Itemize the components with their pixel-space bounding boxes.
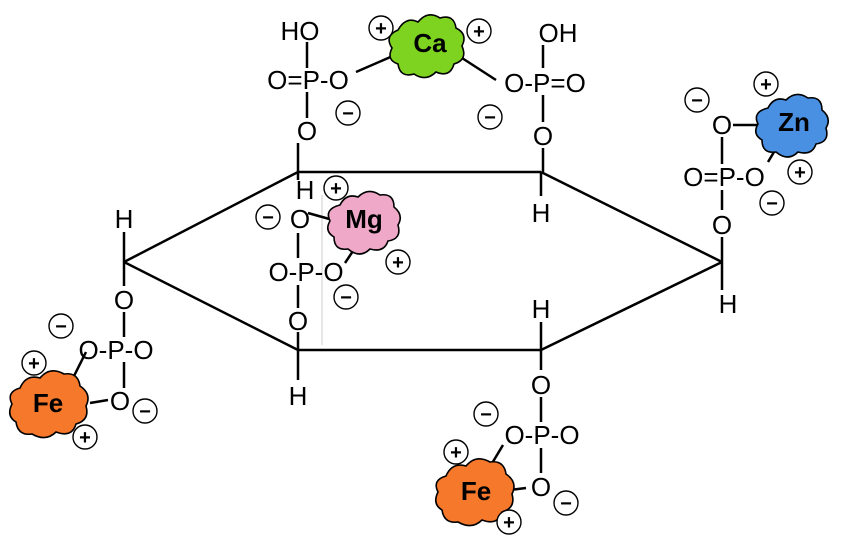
svg-text:+: + [28, 353, 40, 375]
negative-charge: − [132, 398, 158, 424]
svg-text:+: + [392, 252, 404, 274]
negative-charge: − [553, 490, 579, 516]
inositol-ring [123, 170, 723, 352]
positive-charge: + [466, 18, 492, 44]
atom-o: O [297, 116, 317, 146]
mg-label: Mg [345, 204, 383, 234]
atom-h: H [532, 198, 551, 228]
negative-charge: − [759, 190, 785, 216]
ring-bond-bottom-left [123, 260, 299, 352]
metal-ion-fe-bottom: Fe [434, 458, 515, 527]
atom-o-p-o: O=P-O [267, 65, 349, 95]
fe-left-blob [8, 370, 89, 439]
positive-charge: + [787, 159, 813, 185]
ring-bond-top-right [540, 170, 723, 264]
svg-text:−: − [691, 90, 703, 112]
atom-h: H [289, 381, 308, 411]
svg-text:+: + [473, 21, 485, 43]
negative-charge: − [333, 284, 359, 310]
atom-h: H [296, 175, 315, 205]
atom-o: O [110, 386, 130, 416]
positive-charge: + [323, 175, 349, 201]
atom-o-p-o: O=P-O [683, 162, 765, 192]
svg-text:−: − [262, 207, 274, 229]
bond-fe-left-lower [89, 398, 109, 405]
svg-text:+: + [794, 162, 806, 184]
atom-o-p-o: O-P-O [268, 257, 343, 287]
metal-ion-ca: Ca [388, 14, 465, 79]
negative-charge: − [684, 87, 710, 113]
bonds [70, 42, 782, 492]
atom-oh: OH [539, 18, 578, 48]
negative-charge: − [255, 204, 281, 230]
metal-ion-fe-left: Fe [8, 370, 89, 439]
atom-o: O [712, 110, 732, 140]
positive-charge: + [368, 15, 394, 41]
atom-h: H [719, 289, 738, 319]
positive-charge: + [385, 249, 411, 275]
negative-charge: − [473, 401, 499, 427]
atom-labels: HO O=P-O O OH O-P=O O H H H O O-P-O O O … [78, 16, 764, 502]
svg-text:+: + [330, 178, 342, 200]
svg-text:+: + [503, 512, 515, 534]
metal-ion-zn: Zn [754, 93, 830, 158]
atom-o: O [533, 121, 553, 151]
atom-o-p-o: O-P-O [504, 420, 579, 450]
positive-charge: + [21, 350, 47, 376]
svg-text:+: + [450, 442, 462, 464]
svg-text:−: − [560, 493, 572, 515]
svg-text:−: − [139, 401, 151, 423]
negative-charge: − [477, 104, 503, 130]
svg-text:+: + [760, 74, 772, 96]
svg-text:−: − [340, 287, 352, 309]
metal-ion-mg: Mg [326, 190, 402, 255]
atom-o-p-o: O-P=O [504, 68, 586, 98]
svg-text:−: − [766, 193, 778, 215]
atom-o: O [531, 472, 551, 502]
ring-bond-top-left [123, 170, 299, 264]
atom-o: O [531, 370, 551, 400]
negative-charge: − [48, 313, 74, 339]
mg-blob [326, 190, 402, 255]
atom-o: O [288, 306, 308, 336]
svg-text:+: + [375, 18, 387, 40]
ca-blob [388, 14, 465, 79]
positive-charge: + [753, 71, 779, 97]
fe-left-label: Fe [33, 388, 63, 418]
bond-ca-right [461, 56, 497, 82]
zn-label: Zn [778, 107, 810, 137]
negative-charge: − [335, 100, 361, 126]
positive-charge: + [496, 509, 522, 535]
positive-charge: + [443, 439, 469, 465]
charges: + + − − + − + − + − + − − + − + − + − + [21, 15, 813, 535]
atom-h: H [532, 294, 551, 324]
svg-text:−: − [484, 107, 496, 129]
svg-text:+: + [79, 427, 91, 449]
ca-label: Ca [413, 28, 447, 58]
svg-text:−: − [342, 103, 354, 125]
atom-o: O [114, 285, 134, 315]
atom-o: O [290, 204, 310, 234]
atom-o: O [712, 210, 732, 240]
svg-text:−: − [55, 316, 67, 338]
fe-bottom-label: Fe [461, 476, 491, 506]
atom-ho: HO [281, 16, 320, 46]
svg-text:−: − [480, 404, 492, 426]
positive-charge: + [72, 424, 98, 450]
atom-h: H [115, 204, 134, 234]
atom-o-p-o: O-P-O [78, 335, 153, 365]
ring-bond-bottom-right [540, 260, 723, 352]
zn-blob [754, 93, 830, 158]
